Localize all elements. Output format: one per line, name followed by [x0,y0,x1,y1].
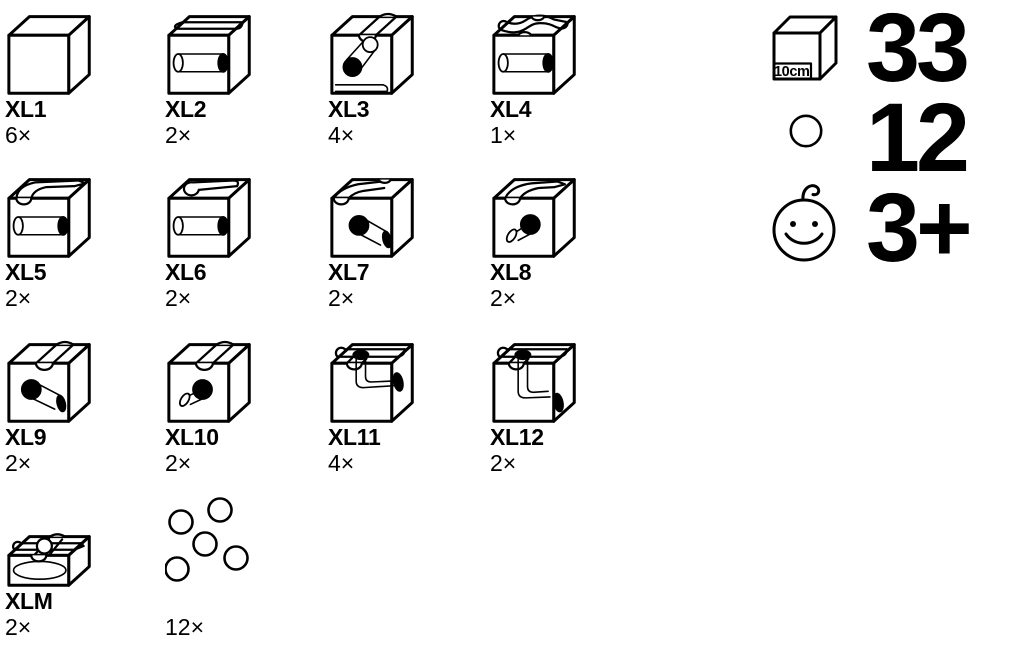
block-item-xl3: XL3 4× [328,5,480,148]
xl9-groove-side-exit-cube-icon [7,340,91,423]
block-count: 2× [5,614,32,640]
marbles-label-spacer [165,589,317,614]
block-item-xlm: XLM 2× [5,497,157,640]
block-item-xl1: XL1 6× [5,5,157,148]
xl5-curve-groove-tunnel-cube-icon [7,178,91,258]
xl11-vertical-curve-tunnel-cube-icon [330,343,414,423]
marble-count-item [789,114,823,153]
cube-size-icon: 10cm [772,15,838,81]
block-count: 2× [5,285,32,311]
block-item-xl2: XL2 2× [165,5,317,148]
cube-size-item: 10cm [771,12,841,91]
block-item-xl11: XL11 4× [328,333,480,476]
xl4-scurve-groove-tunnel-cube-icon [492,14,576,95]
block-item-xl7: XL7 2× [328,168,480,311]
block-count: 6× [5,122,32,148]
xl2-straight-groove-tunnel-cube-icon [167,15,251,95]
xl8-side-exit-tunnel-cube-icon [492,178,576,258]
block-count: 2× [490,450,517,476]
total-marbles-count: 12 [866,83,970,192]
age-rating: 3+ [866,173,973,282]
block-label: XL5 [5,259,47,285]
cube-size-label: 10cm [774,64,810,80]
block-count: 2× [165,450,192,476]
block-label: XL12 [490,424,544,450]
block-label: XL2 [165,96,207,122]
block-label: XL4 [490,96,532,122]
baby-face-icon [772,184,836,262]
block-item-xl4: XL4 1× [490,5,642,148]
xl7-side-exit-tunnel-cube-icon [330,178,414,258]
block-count: 2× [165,285,192,311]
marbles-count: 12× [165,614,205,640]
block-count: 4× [328,450,355,476]
xl3-diagonal-tunnel-cube-icon [330,12,414,95]
xl6-curve-groove-tunnel-cube-icon [167,178,251,258]
block-label: XL6 [165,259,207,285]
block-item-xl8: XL8 2× [490,168,642,311]
block-item-xl9: XL9 2× [5,333,157,476]
xl12-vertical-curve-tunnel-cube-icon [492,343,576,423]
block-label: XL10 [165,424,219,450]
block-label: XL9 [5,424,47,450]
block-count: 2× [165,122,192,148]
block-item-xl10: XL10 2× [165,333,317,476]
xl1-plain-cube-icon [7,15,91,95]
block-count: 2× [5,450,32,476]
block-count: 2× [490,285,517,311]
total-cubes-count: 33 [866,0,970,102]
xl10-groove-side-exit-cube-icon [167,340,251,423]
block-label: XL11 [328,424,381,450]
marbles-item: 12× [165,497,317,640]
block-count: 4× [328,122,355,148]
marble-icon [789,114,823,148]
block-item-xl5: XL5 2× [5,168,157,311]
block-label: XL8 [490,259,532,285]
block-item-xl12: XL12 2× [490,333,642,476]
block-item-xl6: XL6 2× [165,168,317,311]
marbles-icon [165,497,249,582]
block-label: XL1 [5,96,47,122]
xlm-half-block-cross-groove-icon [7,533,91,587]
block-count: 2× [328,285,355,311]
block-label: XL7 [328,259,370,285]
block-label: XLM [5,588,53,614]
age-rating-item [770,179,840,269]
block-count: 1× [490,122,517,148]
block-label: XL3 [328,96,370,122]
